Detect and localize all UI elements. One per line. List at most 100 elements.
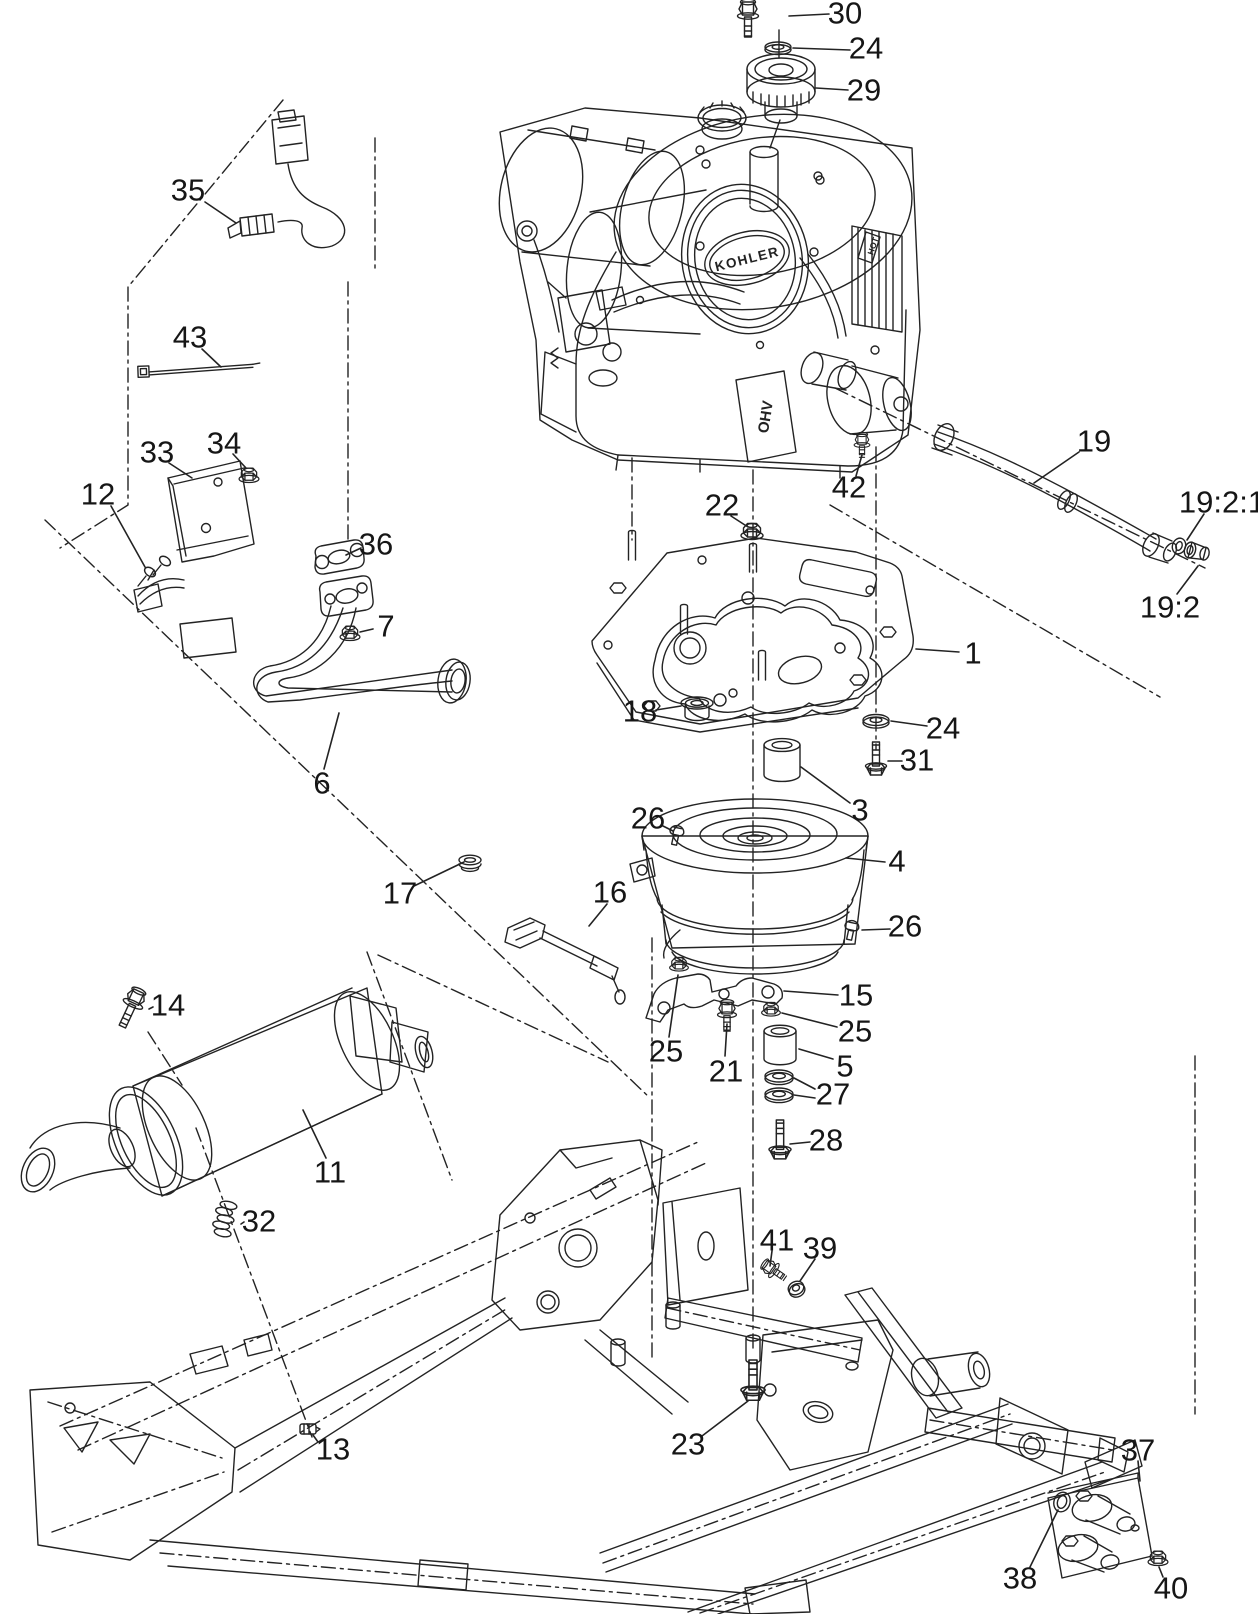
callout-label-19_2: 19:2 xyxy=(1140,590,1200,625)
callout-label-3: 3 xyxy=(851,793,868,828)
callout-label-5: 5 xyxy=(836,1049,853,1084)
part-washer-39 xyxy=(787,1280,806,1298)
part-bolt-30 xyxy=(736,0,760,38)
callout-label-29: 29 xyxy=(847,73,881,108)
callout-label-14: 14 xyxy=(151,988,185,1023)
starter-solenoid xyxy=(800,351,857,391)
part-nut-40 xyxy=(1147,1550,1169,1567)
callout-25a: 25 xyxy=(649,974,683,1069)
isolator-mount-a xyxy=(1071,1493,1140,1535)
exhaust-flange xyxy=(318,575,374,617)
part-bolt-14 xyxy=(118,986,147,1029)
callout-21: 21 xyxy=(709,1023,743,1089)
callout-label-4: 4 xyxy=(888,844,905,879)
exhaust-pipe-illustration xyxy=(133,460,471,704)
callout-16: 16 xyxy=(588,875,627,927)
callout-43: 43 xyxy=(173,320,222,368)
part-bushing-18 xyxy=(680,696,714,722)
part-spacer-3 xyxy=(763,737,801,783)
part-plug-19-2 xyxy=(1183,541,1210,561)
callout-15: 15 xyxy=(783,978,873,1013)
callout-7: 7 xyxy=(359,609,395,644)
part-screw-26a xyxy=(669,824,685,846)
callout-25b: 25 xyxy=(781,1012,872,1049)
callout-label-28: 28 xyxy=(809,1123,843,1158)
callout-label-38: 38 xyxy=(1003,1561,1037,1596)
callout-label-35: 35 xyxy=(171,173,205,208)
part-grommet-17 xyxy=(458,854,482,873)
mount-plate-illustration xyxy=(591,529,914,733)
frame-shield-plate xyxy=(756,1319,894,1471)
callout-38: 38 xyxy=(1003,1509,1059,1596)
part-nut-25b xyxy=(761,1001,781,1017)
exhaust-gasket xyxy=(314,539,365,575)
callout-42: 42 xyxy=(832,454,866,505)
callout-label-31: 31 xyxy=(900,743,934,778)
callout-31: 31 xyxy=(887,743,934,778)
part-washer-27a xyxy=(764,1069,794,1086)
callout-label-32: 32 xyxy=(242,1204,276,1239)
callout-label-13: 13 xyxy=(316,1432,350,1467)
part-bolt-28 xyxy=(768,1119,792,1160)
callout-label-6: 6 xyxy=(313,766,330,801)
callout-label-36: 36 xyxy=(359,527,393,562)
part-tie-43 xyxy=(137,362,261,379)
part-bolt-41 xyxy=(760,1258,788,1282)
callout-label-7: 7 xyxy=(377,609,394,644)
callout-26a: 26 xyxy=(631,801,674,836)
callout-12: 12 xyxy=(81,477,146,568)
callout-36: 36 xyxy=(345,527,393,562)
callout-label-16: 16 xyxy=(593,875,627,910)
callout-19: 19 xyxy=(1033,424,1111,484)
callout-label-18: 18 xyxy=(623,694,657,729)
callout-label-23: 23 xyxy=(671,1427,705,1462)
callout-34: 34 xyxy=(207,426,247,469)
callout-27: 27 xyxy=(793,1077,850,1112)
muffler-illustration xyxy=(20,987,434,1197)
callout-6: 6 xyxy=(313,712,340,801)
part-nut-7 xyxy=(339,625,361,642)
callout-28: 28 xyxy=(789,1123,843,1158)
part-spring-32 xyxy=(212,1200,238,1238)
callout-label-37: 37 xyxy=(1121,1433,1155,1468)
callout-33: 33 xyxy=(140,435,193,479)
heat-shield xyxy=(167,460,255,563)
dipstick xyxy=(516,220,560,333)
callout-29: 29 xyxy=(815,73,881,108)
callout-label-11: 11 xyxy=(314,1155,346,1190)
callout-39: 39 xyxy=(799,1231,837,1282)
callout-label-26a: 26 xyxy=(631,801,665,836)
part-spacer-5 xyxy=(763,1024,797,1066)
callout-label-19_2_1: 19:2:1 xyxy=(1179,485,1258,520)
clutch-illustration xyxy=(629,798,869,1023)
oil-hose-illustration xyxy=(931,422,1178,564)
callout-5: 5 xyxy=(798,1048,854,1084)
callout-30: 30 xyxy=(788,0,862,31)
callout-26b: 26 xyxy=(861,909,922,944)
callout-label-30: 30 xyxy=(828,0,862,31)
callout-19_2_1: 19:2:1 xyxy=(1179,485,1258,541)
callout-3: 3 xyxy=(800,766,869,828)
callout-label-19: 19 xyxy=(1077,424,1111,459)
pipe-clamp xyxy=(133,555,185,613)
callout-label-42: 42 xyxy=(832,470,866,505)
part-washer-38 xyxy=(1053,1491,1071,1513)
callout-label-39: 39 xyxy=(803,1231,837,1266)
callout-label-26b: 26 xyxy=(888,909,922,944)
callout-label-1: 1 xyxy=(964,636,981,671)
callout-label-24a: 24 xyxy=(849,31,883,66)
callout-label-40: 40 xyxy=(1154,1571,1188,1606)
engine-mount-bracket-illustration xyxy=(1047,1472,1153,1579)
callout-17: 17 xyxy=(383,861,465,911)
callout-37: 37 xyxy=(1121,1433,1155,1482)
callout-18: 18 xyxy=(623,694,682,729)
oil-fill-knob xyxy=(697,100,747,140)
part-clip-13 xyxy=(299,1423,321,1435)
fuel-cap-29 xyxy=(746,53,816,124)
callout-label-17: 17 xyxy=(383,876,417,911)
carburetor xyxy=(547,281,627,387)
callout-35: 35 xyxy=(171,173,237,224)
frame-illustration xyxy=(29,1139,1143,1614)
